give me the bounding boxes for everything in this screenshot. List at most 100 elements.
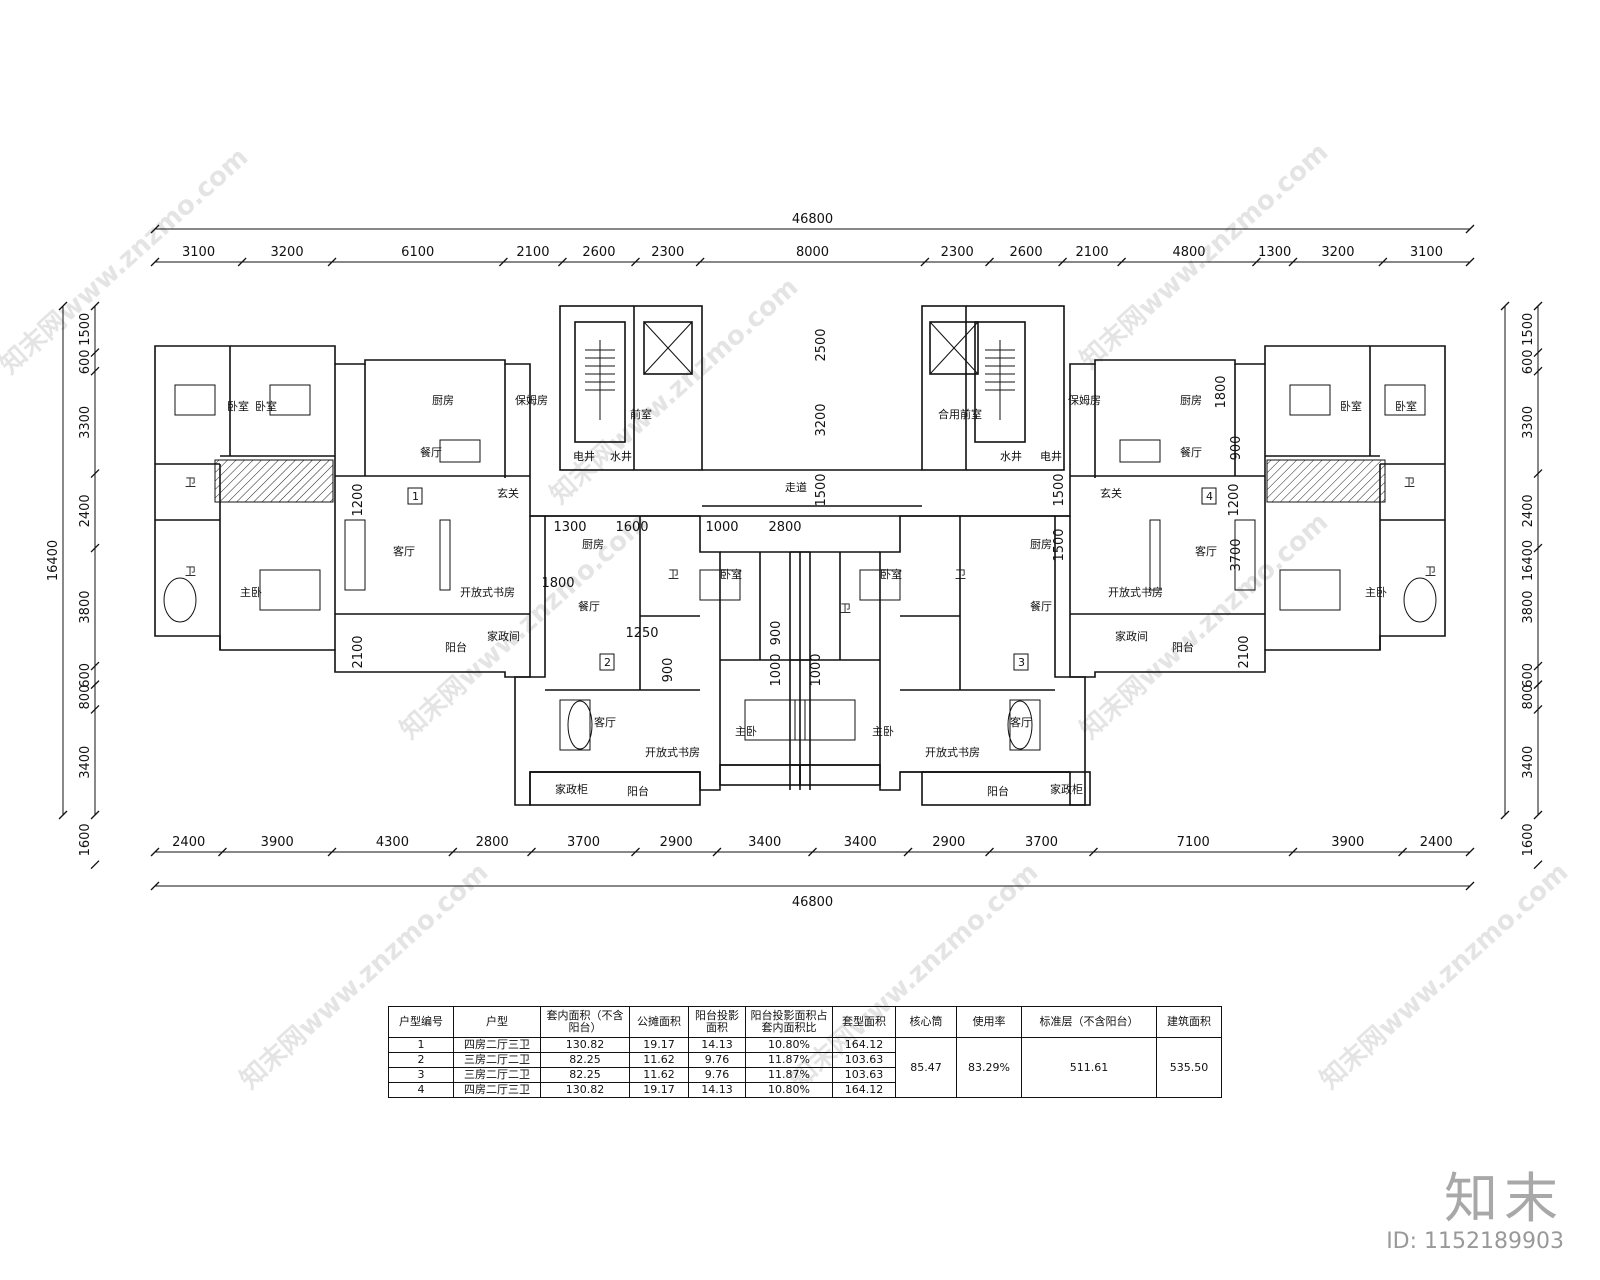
room-label-bath: 卫 (955, 568, 966, 581)
table-header: 套型面积 (832, 1006, 896, 1038)
table-cell: 103.63 (832, 1067, 896, 1083)
table-cell: 11.62 (629, 1067, 689, 1083)
dimension-label: 800 (78, 685, 93, 710)
table-cell: 4 (388, 1082, 454, 1098)
dimension-tick (1533, 680, 1543, 690)
table-cell: 164.12 (832, 1082, 896, 1098)
room-label-bath: 卫 (668, 568, 679, 581)
room-label-dining: 餐厅 (420, 445, 442, 459)
dimension-tick (1398, 847, 1408, 857)
room-labels: 卧室 卧室 厨房 餐厅 客厅 卫 卫 主卧 开放式书房 阳台 家政间 保姆房 玄… (185, 393, 1436, 798)
dimension-label: 900 (661, 658, 676, 683)
watermark: 知末网www.znzmo.com (395, 507, 655, 745)
dimension-tick (90, 680, 100, 690)
dimension-label: 2600 (582, 245, 615, 260)
dimension-tick (90, 661, 100, 671)
watermark: 知末网www.znzmo.com (0, 142, 254, 380)
furniture (163, 384, 1437, 751)
room-label-bath: 卫 (840, 602, 851, 615)
dimension-label: 1300 (1258, 245, 1291, 260)
dimension-tick (150, 847, 160, 857)
void-hatch (214, 459, 334, 503)
room-label-master: 主卧 (1365, 586, 1387, 599)
table-cell: 14.13 (688, 1082, 746, 1098)
dimension-label: 1000 (809, 653, 824, 686)
dimension-label: 1600 (78, 823, 93, 856)
dimension-label: 3100 (182, 245, 215, 260)
table-header: 使用率 (956, 1006, 1022, 1038)
dimension-total: 16400 (46, 540, 61, 581)
room-label-study: 开放式书房 (1108, 585, 1163, 599)
room-label-storage: 保姆房 (1068, 393, 1101, 407)
table-cell: 103.63 (832, 1052, 896, 1068)
dimension-tick (150, 224, 160, 234)
dimension-label: 3300 (78, 406, 93, 439)
table-cell: 535.50 (1156, 1037, 1222, 1098)
room-label-balcony: 阳台 (445, 640, 467, 654)
dimension-label: 2400 (78, 494, 93, 527)
dimension-tick (90, 810, 100, 820)
dimension-tick (150, 881, 160, 891)
table-cell: 164.12 (832, 1037, 896, 1053)
dimension-label: 8000 (796, 245, 829, 260)
dimension-label: 1200 (351, 483, 366, 516)
dimension-tick (1058, 257, 1068, 267)
dimension-label: 6100 (401, 245, 434, 260)
table-header: 建筑面积 (1156, 1006, 1222, 1038)
dimension-label: 3700 (1229, 538, 1244, 571)
unit-number-boxes (407, 487, 1217, 671)
dimension-label: 1000 (769, 653, 784, 686)
room-label-lobby: 前室 (630, 407, 652, 421)
dimension-tick (90, 301, 100, 311)
room-label-kitchen: 厨房 (1180, 394, 1202, 407)
room-label-living: 客厅 (393, 544, 415, 558)
table-cell: 四房二厅三卫 (453, 1037, 541, 1053)
dimension-tick (695, 257, 705, 267)
table-header: 标准层（不含阳台） (1021, 1006, 1157, 1038)
room-label-laundry: 家政间 (487, 629, 520, 643)
dimension-tick (217, 847, 227, 857)
dimension-tick (903, 847, 913, 857)
dimension-label: 2400 (172, 835, 205, 850)
dimension-tick (498, 257, 508, 267)
dimension-label: 1250 (625, 626, 658, 641)
table-cell: 82.25 (540, 1067, 630, 1083)
area-table: 户型编号 户型 套内面积（不含阳台） 公摊面积 阳台投影面积 阳台投影面积占套内… (388, 1006, 1222, 1098)
dimension-tick (90, 860, 100, 870)
room-label-master: 主卧 (735, 725, 757, 738)
table-cell: 130.82 (540, 1082, 630, 1098)
dimension-label: 2100 (351, 635, 366, 668)
room-label-laundry: 家政间 (1115, 629, 1148, 643)
table-cell: 19.17 (629, 1082, 689, 1098)
dimension-tick (1533, 705, 1543, 714)
table-cell: 511.61 (1021, 1037, 1157, 1098)
dimension-tick (920, 257, 930, 267)
dimension-tick (1533, 348, 1543, 358)
dimension-label: 2800 (768, 520, 801, 535)
table-header: 核心筒 (895, 1006, 957, 1038)
table-header: 阳台投影面积占套内面积比 (745, 1006, 833, 1038)
dimension-label: 900 (769, 621, 784, 646)
dimension-label: 1500 (78, 313, 93, 346)
dimension-tick (631, 257, 640, 267)
dimension-tick (58, 810, 68, 820)
dimension-label: 2600 (1010, 245, 1043, 260)
dimension-label: 2400 (1521, 494, 1536, 527)
dimension-label: 3800 (1521, 591, 1536, 624)
room-label-living: 客厅 (594, 715, 616, 729)
room-label-entry: 玄关 (1100, 486, 1122, 500)
room-label-bedroom: 卧室 (880, 567, 902, 581)
table-cell: 11.87% (745, 1067, 833, 1083)
table-cell: 11.62 (629, 1052, 689, 1068)
room-label-bedroom: 卧室 (720, 567, 742, 581)
dimension-tick (1465, 257, 1475, 267)
watermark: 知末网www.znzmo.com (1315, 857, 1575, 1095)
dimension-tick (1465, 881, 1475, 891)
room-label-balcony: 阳台 (987, 784, 1009, 798)
dimension-tick (808, 847, 817, 857)
brand-logo: 知末 (1444, 1167, 1564, 1230)
dimension-label: 3700 (1025, 835, 1058, 850)
dimension-label: 600 (1521, 663, 1536, 688)
